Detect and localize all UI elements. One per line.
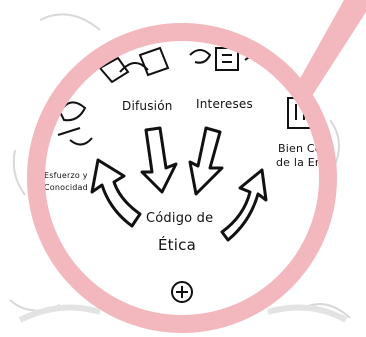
curved-arrows-icon [92,160,140,226]
down-arrow-left [142,128,176,192]
label-codigo-line2: Ética [158,235,196,254]
magnifying-glass-icon [298,0,366,96]
down-arrow-right [190,128,222,194]
label-difusion: Difusión [122,99,173,113]
label-esfuerzo-line1: Esfuerzo y [44,171,88,180]
bottom-doodle [172,282,192,302]
label-intereses: Intereses [196,97,253,111]
lens-content: Difusión Intereses Bien Co de la Em Esfu… [44,48,326,302]
label-esfuerzo-line2: Conocidad [44,183,88,192]
right-curved-arrow [222,170,266,240]
label-codigo-line1: Código de [146,211,213,226]
